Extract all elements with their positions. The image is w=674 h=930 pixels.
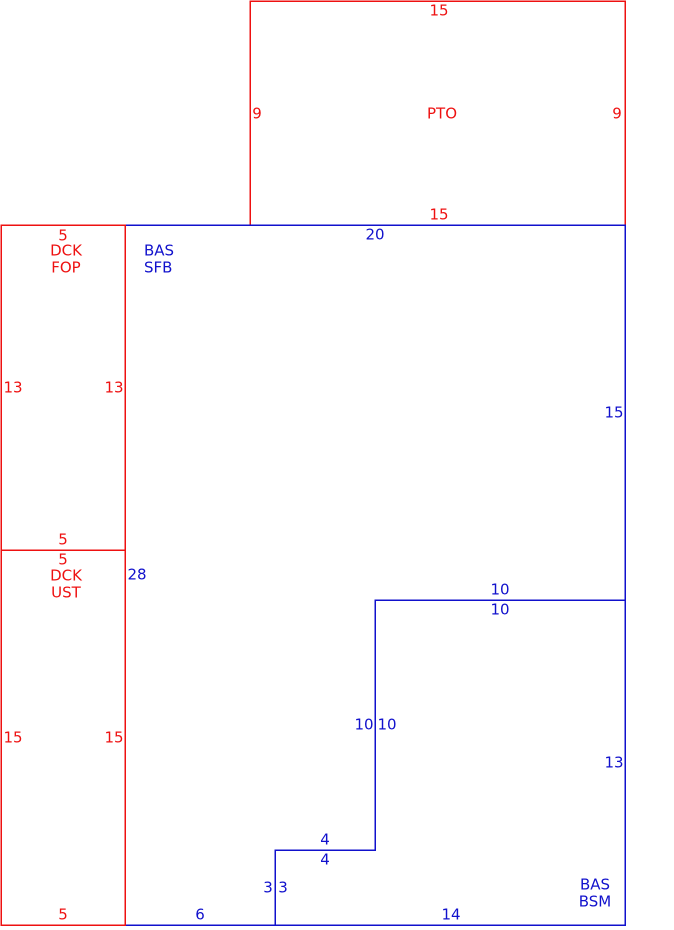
dck-ust-outline [0, 549, 126, 926]
bas-sfb-code-line1: BAS [144, 242, 174, 260]
bas-sfb-top-dimension: 20 [365, 226, 384, 244]
dck-fop-bottom-dimension: 5 [58, 531, 68, 549]
bas-bsm-top-dimension: 10 [490, 601, 509, 619]
dck-ust-left-dimension: 15 [3, 729, 22, 747]
dck-fop-code-line2: FOP [51, 259, 80, 277]
pto-top-dimension: 15 [429, 2, 448, 20]
bas-bsm-right-dimension: 13 [604, 754, 623, 772]
area-dck-fop: 5 DCK FOP 13 13 5 [0, 224, 126, 551]
dck-ust-top-dimension: 5 [58, 551, 68, 569]
pto-right-dimension: 9 [612, 105, 622, 123]
dck-ust-code-line1: DCK [50, 567, 83, 585]
bas-sfb-code-line2: SFB [144, 259, 172, 277]
dck-fop-code-line1: DCK [50, 242, 83, 260]
bas-sfb-step-lower-dimension: 3 [263, 879, 273, 897]
dck-ust-right-dimension: 15 [104, 729, 123, 747]
bas-bsm-outline [274, 599, 626, 926]
bas-bsm-left-upper-dimension: 10 [377, 716, 396, 734]
area-pto: 15 15 9 9 PTO [249, 0, 626, 226]
area-bas-bsm: 10 13 14 10 4 3 BAS BSM [274, 599, 626, 926]
bas-bsm-code-line2: BSM [579, 893, 612, 911]
bas-sfb-right-dimension: 15 [604, 404, 623, 422]
pto-bottom-dimension: 15 [429, 206, 448, 224]
bas-sfb-bottom-dimension: 6 [195, 906, 205, 924]
bas-bsm-step-horizontal-dimension: 4 [320, 851, 330, 869]
bas-sfb-step-horizontal-dimension: 4 [320, 831, 330, 849]
dck-ust-bottom-dimension: 5 [58, 906, 68, 924]
bas-bsm-left-lower-dimension: 3 [278, 879, 288, 897]
bas-sfb-step-top-dimension: 10 [490, 581, 509, 599]
bas-sfb-left-dimension: 28 [127, 566, 146, 584]
dck-fop-right-dimension: 13 [104, 379, 123, 397]
dck-fop-left-dimension: 13 [3, 379, 22, 397]
pto-area-code: PTO [427, 105, 457, 123]
bas-bsm-code-line1: BAS [580, 876, 610, 894]
pto-left-dimension: 9 [252, 105, 262, 123]
dck-ust-code-line2: UST [51, 584, 82, 602]
dck-fop-top-dimension: 5 [58, 227, 68, 245]
bas-bsm-bottom-dimension: 14 [441, 906, 460, 924]
bas-sfb-step-vertical-dimension: 10 [354, 716, 373, 734]
area-dck-ust: 5 DCK UST 15 15 5 [0, 549, 126, 926]
